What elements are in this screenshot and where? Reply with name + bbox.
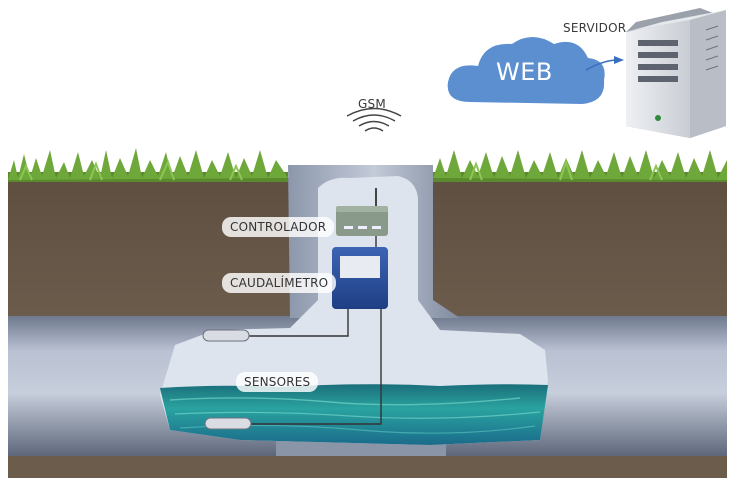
gsm-signal-icon bbox=[346, 107, 402, 132]
sensor-cables bbox=[246, 236, 382, 425]
label-gsm: GSM bbox=[358, 97, 386, 111]
flowmeter-device bbox=[332, 247, 388, 309]
label-web: WEB bbox=[496, 58, 553, 86]
water bbox=[160, 384, 548, 445]
label-servidor: SERVIDOR bbox=[563, 21, 627, 35]
sensor-upper bbox=[202, 329, 250, 342]
label-sensores: SENSORES bbox=[236, 372, 319, 392]
sensor-lower bbox=[204, 417, 252, 430]
web-cloud-icon bbox=[447, 37, 605, 104]
label-caudalimetro: CAUDALÍMETRO bbox=[222, 273, 337, 293]
label-controlador: CONTROLADOR bbox=[222, 217, 335, 237]
server-icon bbox=[626, 8, 726, 138]
controller-device bbox=[336, 206, 388, 236]
grass bbox=[8, 148, 727, 182]
